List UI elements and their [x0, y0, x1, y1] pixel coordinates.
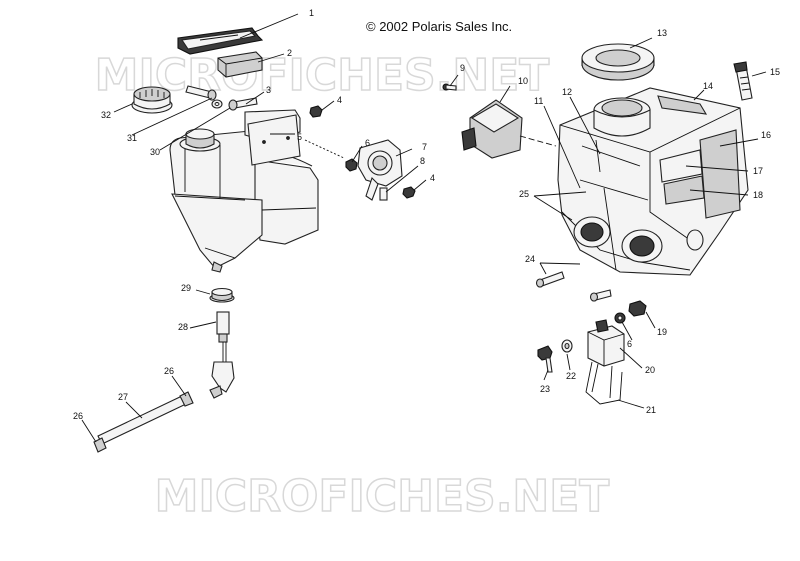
part-nut-4b — [402, 186, 416, 199]
callout-22: 22 — [566, 371, 576, 381]
callout-8: 8 — [420, 156, 425, 166]
part-nipple-8 — [379, 187, 388, 201]
callout-14: 14 — [703, 81, 713, 91]
part-nut-19 — [628, 300, 647, 317]
callout-31: 31 — [127, 133, 137, 143]
part-throttle-body — [357, 139, 403, 201]
callout-3: 3 — [266, 85, 271, 95]
callout-13: 13 — [657, 28, 667, 38]
part-washer-22 — [561, 339, 573, 353]
callout-1: 1 — [309, 8, 314, 18]
watermark-bottom: MICROFICHES.NET — [155, 471, 610, 522]
part-hose — [97, 395, 187, 445]
part-airbox — [557, 87, 749, 276]
part-screw-31 — [185, 85, 217, 101]
callout-17: 17 — [753, 166, 763, 176]
part-screw-24b — [589, 289, 612, 302]
callout-28: 28 — [178, 322, 188, 332]
callout-18: 18 — [753, 190, 763, 200]
callout-11: 11 — [534, 96, 543, 106]
callout-19: 19 — [657, 327, 667, 337]
part-screw-24a — [535, 271, 565, 288]
part-clamp-26b — [179, 391, 194, 407]
part-filter-18 — [663, 175, 705, 205]
callout-24: 24 — [525, 254, 535, 264]
part-clamp-26a — [93, 437, 107, 453]
part-screw-9 — [442, 83, 457, 91]
part-washer-6b — [614, 312, 626, 324]
callout-23: 23 — [540, 384, 550, 394]
callout-30: 30 — [150, 147, 160, 157]
part-filler-cap — [131, 86, 173, 114]
leader-lines — [81, 13, 767, 443]
part-grommet — [209, 287, 235, 303]
callout-4a: 4 — [337, 95, 342, 105]
callout-21: 21 — [646, 405, 656, 415]
part-bracket — [247, 114, 301, 166]
callout-12: 12 — [562, 87, 572, 97]
part-ring-seal — [581, 43, 655, 81]
part-nut-4a — [309, 105, 323, 118]
copyright-notice: © 2002 Polaris Sales Inc. — [366, 19, 513, 34]
part-sender — [209, 311, 235, 399]
part-nut-6a — [345, 158, 358, 172]
part-foam-block — [217, 51, 263, 78]
part-bolt-23 — [537, 345, 553, 373]
callout-numbers: 1 2 3 4 5 6 7 8 4 9 10 11 12 13 14 15 16… — [73, 8, 780, 421]
callout-4b: 4 — [430, 173, 435, 183]
part-latch — [733, 61, 753, 101]
callout-10: 10 — [518, 76, 528, 86]
callout-6a: 6 — [365, 138, 370, 148]
part-filter-17 — [659, 149, 703, 183]
part-mount-block — [587, 319, 625, 367]
callout-7: 7 — [422, 142, 427, 152]
callout-15: 15 — [770, 67, 780, 77]
callout-20: 20 — [645, 365, 655, 375]
callout-26b: 26 — [73, 411, 83, 421]
callout-27: 27 — [118, 392, 128, 402]
part-washer — [211, 99, 223, 109]
callout-29: 29 — [181, 283, 191, 293]
callout-26a: 26 — [164, 366, 174, 376]
part-cdi-box — [461, 99, 523, 159]
callout-5: 5 — [297, 132, 302, 142]
callout-32: 32 — [101, 110, 111, 120]
callout-2: 2 — [287, 48, 292, 58]
part-strap — [585, 361, 623, 405]
part-cover — [177, 27, 264, 55]
callout-25: 25 — [519, 189, 529, 199]
callout-9: 9 — [460, 63, 465, 73]
callout-16: 16 — [761, 130, 771, 140]
callout-6b: 6 — [627, 339, 632, 349]
